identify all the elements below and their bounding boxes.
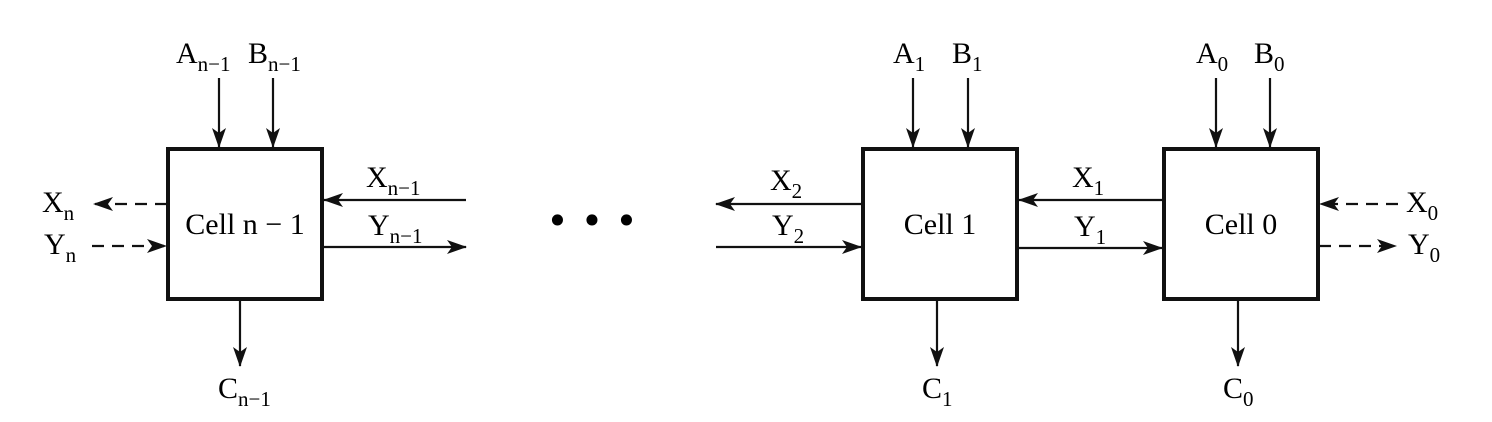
cell-0-c-label: C0 (1223, 372, 1254, 411)
cell-n-minus-1-y-right-label: Yn−1 (368, 209, 423, 248)
cell-1-a-label: A1 (893, 37, 925, 76)
cell-n-minus-1-label: Cell n − 1 (185, 208, 304, 241)
cell-0-label: Cell 0 (1205, 208, 1278, 241)
cell-0-a-label: A0 (1196, 37, 1228, 76)
cell-0-box (1162, 147, 1320, 301)
ellipsis-dots: • • • (546, 199, 637, 243)
cell-n-minus-1-c-label: Cn−1 (218, 372, 271, 411)
cell-1: Cell 1 A1 B1 C1 X2 Y2 X1 Y1 (715, 37, 1163, 411)
cell-0-y-right-label: Y0 (1408, 228, 1440, 267)
cell-0-b-label: B0 (1254, 37, 1285, 76)
cell-0-x-right-label: X0 (1406, 186, 1438, 225)
cell-n-minus-1-x-left-label: Xn (42, 186, 75, 225)
cell-n-minus-1-box (166, 147, 324, 301)
ellipsis-dots-text: • • • (546, 199, 637, 243)
cell-1-x-right-label: X1 (1072, 161, 1104, 200)
cell-n-minus-1-b-label: Bn−1 (248, 37, 301, 76)
cell-n-minus-1-a-label: An−1 (176, 37, 231, 76)
cell-0: Cell 0 A0 B0 C0 X0 Y0 (1162, 37, 1440, 411)
cell-1-b-label: B1 (952, 37, 983, 76)
cell-n-minus-1: Cell n − 1 An−1 Bn−1 Cn−1 Xn Yn Xn−1 (42, 37, 467, 411)
cell-1-box (861, 147, 1019, 301)
cell-n-minus-1-x-right-label: Xn−1 (366, 161, 421, 200)
cell-1-y-right-label: Y1 (1074, 210, 1106, 249)
cell-1-label: Cell 1 (904, 208, 977, 241)
cell-1-x-left-label: X2 (770, 164, 802, 203)
cell-1-c-label: C1 (922, 372, 953, 411)
cell-n-minus-1-y-left-label: Yn (44, 228, 77, 267)
cell-1-y-left-label: Y2 (772, 209, 804, 248)
